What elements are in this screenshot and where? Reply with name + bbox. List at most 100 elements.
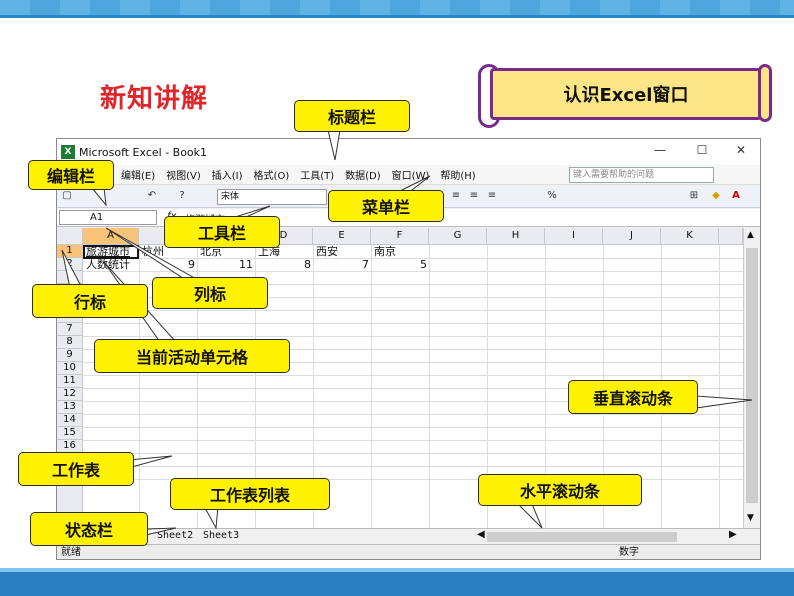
row-header[interactable]: 11 [57, 375, 83, 388]
menu-view[interactable]: 视图(V) [166, 171, 201, 182]
excel-app-icon: X [61, 145, 75, 159]
grid-line [197, 245, 198, 528]
scroll-up-icon[interactable]: ▲ [747, 230, 754, 240]
align-right-icon[interactable]: ≡ [487, 190, 497, 201]
callout-sheet-list: 工作表列表 [170, 478, 330, 510]
grid-line [83, 336, 743, 337]
cell-e2[interactable]: 7 [362, 258, 369, 271]
callout-tool-bar: 工具栏 [164, 216, 280, 248]
window-titlebar[interactable]: X Microsoft Excel - Book1 — ☐ ✕ [57, 139, 760, 165]
callout-worksheet: 工作表 [18, 452, 134, 486]
cell-f1[interactable]: 南京 [374, 245, 396, 258]
menu-data[interactable]: 数据(D) [345, 171, 381, 182]
grid-line [83, 479, 743, 480]
new-file-icon[interactable]: ▢ [62, 190, 72, 201]
row-header[interactable]: 13 [57, 401, 83, 414]
grid-line [83, 401, 743, 402]
help-search-input[interactable]: 键入需要帮助的问题 [569, 167, 714, 183]
row-header[interactable]: 8 [57, 336, 83, 349]
slide-title: 新知讲解 [100, 84, 209, 114]
row-header[interactable]: 14 [57, 414, 83, 427]
grid-line [83, 297, 743, 298]
column-header-h[interactable]: H [487, 228, 545, 245]
grid-line [83, 375, 743, 376]
row-header[interactable]: 10 [57, 362, 83, 375]
column-header-k[interactable]: K [661, 228, 719, 245]
grid-line [83, 310, 743, 311]
vertical-scroll-thumb[interactable] [746, 248, 758, 503]
sheet-tab-sheet3[interactable]: Sheet3 [203, 530, 240, 541]
percent-icon[interactable]: % [547, 190, 557, 201]
column-header-e[interactable]: E [313, 228, 371, 245]
select-all-corner[interactable] [57, 228, 83, 245]
align-left-icon[interactable]: ≡ [451, 190, 461, 201]
grid-line [83, 323, 743, 324]
cell-a2[interactable]: 人数统计 [86, 258, 130, 271]
grid-line [83, 466, 743, 467]
menu-insert[interactable]: 插入(I) [211, 171, 243, 182]
scroll-banner: 认识Excel窗口 [476, 64, 786, 128]
cell-b2[interactable]: 9 [188, 258, 195, 271]
sheet-tab-bar: Sheet2 Sheet3 ◀ ▶ [57, 528, 760, 544]
grid-line [139, 245, 140, 528]
column-header-g[interactable]: G [429, 228, 487, 245]
name-box[interactable]: A1 [59, 210, 157, 225]
grid-line [83, 414, 743, 415]
scroll-right-icon[interactable]: ▶ [729, 529, 737, 540]
window-title: Microsoft Excel - Book1 [79, 145, 208, 159]
font-name-select[interactable]: 宋体 [217, 189, 327, 205]
fill-color-icon[interactable]: ◆ [712, 190, 720, 201]
cell-f2[interactable]: 5 [420, 258, 427, 271]
row-header[interactable]: 15 [57, 427, 83, 440]
column-header-a[interactable]: A [83, 228, 139, 245]
scroll-curl-right [758, 64, 772, 122]
menu-window[interactable]: 窗口(W) [391, 171, 430, 182]
banner-text: 认识Excel窗口 [490, 68, 762, 120]
cell-d2[interactable]: 8 [304, 258, 311, 271]
grid-line [83, 362, 743, 363]
row-header[interactable]: 9 [57, 349, 83, 362]
undo-icon[interactable]: ↶ [147, 190, 157, 201]
menu-edit[interactable]: 编辑(E) [121, 171, 156, 182]
sheet-tab-sheet2[interactable]: Sheet2 [157, 530, 194, 541]
grid-line [313, 245, 314, 528]
vertical-scrollbar[interactable]: ▲ ▼ [743, 228, 760, 528]
close-button[interactable]: ✕ [735, 143, 747, 157]
callout-col-header: 列标 [152, 277, 268, 309]
callout-horizontal-scroll: 水平滚动条 [478, 474, 642, 506]
grid-line [83, 349, 743, 350]
align-center-icon[interactable]: ≡ [469, 190, 479, 201]
font-color-icon[interactable]: A [732, 190, 740, 201]
help-icon[interactable]: ? [179, 190, 185, 201]
scroll-down-icon[interactable]: ▼ [747, 513, 754, 523]
active-cell-border [83, 245, 139, 259]
scroll-left-icon[interactable]: ◀ [477, 529, 485, 540]
status-num: 数字 [619, 547, 639, 558]
callout-edit-bar: 编辑栏 [28, 160, 114, 190]
grid-line [429, 245, 430, 528]
column-header-i[interactable]: I [545, 228, 603, 245]
row-header[interactable]: 12 [57, 388, 83, 401]
menu-tools[interactable]: 工具(T) [300, 171, 335, 182]
column-header-j[interactable]: J [603, 228, 661, 245]
cell-c2[interactable]: 11 [239, 258, 253, 271]
callout-active-cell: 当前活动单元格 [94, 339, 290, 373]
grid-line [255, 245, 256, 528]
row-header[interactable]: 2 [57, 258, 83, 271]
grid-line [371, 245, 372, 528]
border-icon[interactable]: ⊞ [689, 190, 699, 201]
row-header[interactable]: 1 [57, 245, 83, 258]
row-header[interactable]: 7 [57, 323, 83, 336]
column-header-more [719, 228, 743, 245]
grid-line [545, 245, 546, 528]
maximize-button[interactable]: ☐ [696, 143, 708, 157]
cell-e1[interactable]: 西安 [316, 245, 338, 258]
minimize-button[interactable]: — [654, 143, 666, 157]
menu-help[interactable]: 帮助(H) [440, 171, 476, 182]
menu-format[interactable]: 格式(O) [253, 171, 290, 182]
horizontal-scroll-thumb[interactable] [487, 532, 677, 542]
cell-c1[interactable]: 北京 [200, 245, 222, 258]
column-header-f[interactable]: F [371, 228, 429, 245]
cell-d1[interactable]: 上海 [258, 245, 280, 258]
row-header[interactable]: 3 [57, 271, 83, 284]
